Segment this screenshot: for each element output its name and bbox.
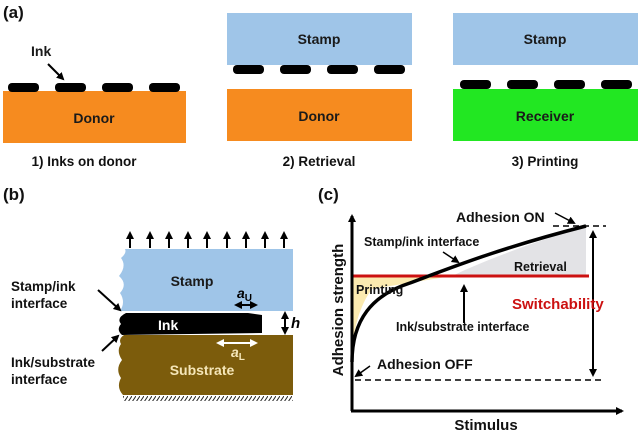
stamp-ink-pointer (97, 289, 122, 312)
adhesion-off-label: Adhesion OFF (377, 356, 473, 372)
ink-dot (55, 83, 86, 92)
step1-caption: 1) Inks on donor (31, 154, 137, 169)
stamp-block (453, 13, 638, 65)
ink-dot (601, 80, 632, 89)
ink-dot (280, 65, 311, 74)
stamp-label: Stamp (524, 31, 567, 47)
adhesion-curve (350, 224, 587, 363)
ink-label: Ink (158, 317, 178, 333)
receiver-block (453, 89, 638, 141)
switchability-label: Switchability (512, 296, 604, 313)
adhesion-on-label: Adhesion ON (456, 209, 545, 225)
donor-label: Donor (73, 110, 115, 126)
stamp-ink-pointer (442, 251, 460, 264)
ink-dot (149, 83, 180, 92)
stamp-block (227, 13, 412, 65)
ground-hatch (123, 396, 293, 401)
ink-dot (507, 80, 538, 89)
ink-substrate-interface-label: Ink/substrate interface (396, 320, 529, 334)
panel-c-label: (c) (318, 185, 339, 204)
donor-label: Donor (298, 108, 340, 124)
ink-dot (374, 65, 405, 74)
substrate-label: Substrate (170, 362, 235, 378)
x-axis-label: Stimulus (454, 417, 517, 434)
a-l-symbol: aL (231, 344, 245, 363)
donor-block (3, 91, 186, 143)
printing-region (352, 276, 452, 362)
y-axis-label: Adhesion strength (330, 244, 347, 377)
retrieval-region (452, 226, 586, 276)
step1-inks-on-donor: Ink Donor 1) Inks on donor (3, 43, 186, 169)
retrieval-label: Retrieval (514, 260, 567, 274)
stamp-label: Stamp (298, 31, 341, 47)
h-symbol: h (291, 315, 300, 332)
step2-caption: 2) Retrieval (283, 154, 356, 169)
step2-retrieval: Stamp Donor 2) Retrieval (227, 13, 412, 169)
receiver-label: Receiver (516, 108, 575, 124)
stamp-layer (119, 249, 293, 311)
ink-dot (8, 83, 39, 92)
substrate-layer (118, 335, 293, 395)
panel-a-label: (a) (3, 3, 24, 22)
step3-caption: 3) Printing (512, 154, 579, 169)
ink-dot (102, 83, 133, 92)
ink-dot (327, 65, 358, 74)
step3-printing: Stamp Receiver 3) Printing (453, 13, 638, 169)
a-u-symbol: aU (237, 285, 252, 304)
adhesion-on-pointer (554, 212, 576, 224)
ink-dot (233, 65, 264, 74)
adhesion-off-pointer (354, 365, 371, 378)
pull-arrows (126, 231, 288, 248)
ink-substrate-pointer (101, 334, 120, 352)
donor-block (227, 89, 412, 141)
ink-pointer-arrow (47, 63, 65, 81)
ink-dot (554, 80, 585, 89)
ink-dot (460, 80, 491, 89)
ink-layer (118, 313, 263, 335)
stamp-label: Stamp (171, 273, 214, 289)
stamp-ink-interface-label: Stamp/ink interface (364, 235, 479, 249)
printing-label: Printing (356, 283, 403, 297)
ink-label: Ink (31, 43, 51, 59)
panel-b-label: (b) (3, 185, 25, 204)
